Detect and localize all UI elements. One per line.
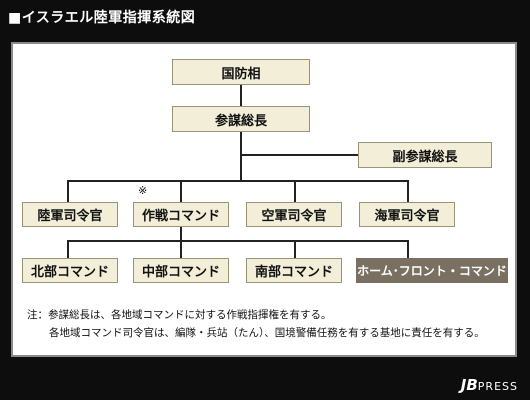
connector-drop-air <box>294 180 296 202</box>
node-operations-command: 作戦コマンド <box>133 202 229 227</box>
connector-drop-ground <box>67 180 69 202</box>
node-chief-of-staff: 参謀総長 <box>172 106 310 132</box>
node-home-front-command: ホーム･フロント・コマンド <box>356 258 508 283</box>
connector-top-bus <box>67 180 408 182</box>
node-ground-forces: 陸軍司令官 <box>22 202 118 227</box>
operations-marker: ※ <box>138 184 148 197</box>
node-navy: 海軍司令官 <box>359 202 455 227</box>
node-central-command: 中部コマンド <box>133 258 229 283</box>
connector-minister-chief <box>240 84 242 106</box>
connector-drop-navy <box>407 180 409 202</box>
jbpress-logo: JBPRESS <box>461 375 518 394</box>
node-minister: 国防相 <box>172 59 310 85</box>
connector-bottom-bus <box>67 240 408 242</box>
node-northern-command: 北部コマンド <box>22 258 118 283</box>
connector-drop-southern <box>294 240 296 258</box>
node-air-force: 空軍司令官 <box>246 202 342 227</box>
logo-sub: PRESS <box>477 380 518 393</box>
connector-drop-northern <box>67 240 69 258</box>
page-title: ■イスラエル陸軍指揮系統図 <box>8 10 196 26</box>
note-line-2: 各地域コマンド司令官は、編隊・兵站（たん）、国境警備任務を有する基地に責任を有す… <box>49 327 485 339</box>
connector-operations-trunk <box>180 226 182 240</box>
connector-drop-home-front <box>407 240 409 258</box>
connector-deputy-branch <box>242 154 358 156</box>
node-southern-command: 南部コマンド <box>246 258 342 283</box>
node-deputy-chief: 副参謀総長 <box>358 142 492 168</box>
note-line-1: 注：参謀総長は、各地域コマンドに対する作戦指揮権を有する。 <box>27 309 332 321</box>
connector-chief-trunk <box>240 132 242 180</box>
logo-main: JB <box>460 376 478 394</box>
connector-drop-operations <box>180 180 182 202</box>
connector-drop-central <box>180 240 182 258</box>
org-chart-panel: 国防相 参謀総長 副参謀総長 陸軍司令官 作戦コマンド ※ 空軍司令官 海軍司令… <box>11 42 517 357</box>
